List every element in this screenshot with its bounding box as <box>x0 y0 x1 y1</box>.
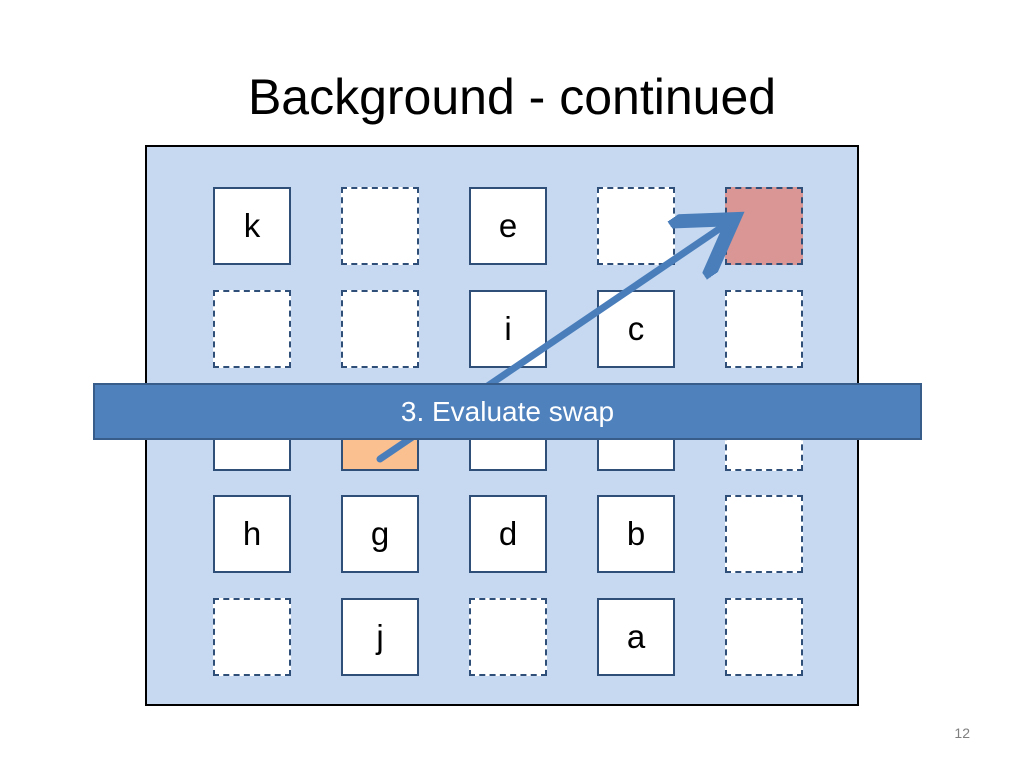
grid-cell-r5-c4: a <box>597 598 675 676</box>
grid-cell-r4-c5 <box>725 495 803 573</box>
grid-cell-r1-c2 <box>341 187 419 265</box>
page-number: 12 <box>954 725 970 741</box>
grid-cell-r4-c2: g <box>341 495 419 573</box>
grid-cell-r5-c2: j <box>341 598 419 676</box>
grid-cell-r4-c4: b <box>597 495 675 573</box>
grid-cell-r4-c1: h <box>213 495 291 573</box>
grid-cell-r2-c3: i <box>469 290 547 368</box>
step-banner-label: 3. Evaluate swap <box>400 395 615 427</box>
grid-cell-r2-c2 <box>341 290 419 368</box>
grid-cell-r2-c4: c <box>597 290 675 368</box>
grid-cell-r5-c3 <box>469 598 547 676</box>
grid-cell-r1-c5 <box>725 187 803 265</box>
slide-title: Background - continued <box>247 69 777 125</box>
grid-cell-r5-c1 <box>213 598 291 676</box>
grid-cell-r4-c3: d <box>469 495 547 573</box>
step-banner: 3. Evaluate swap <box>93 383 922 440</box>
grid-cell-r1-c1: k <box>213 187 291 265</box>
grid-cell-r2-c5 <box>725 290 803 368</box>
grid-cell-r1-c4 <box>597 187 675 265</box>
grid-cell-r2-c1 <box>213 290 291 368</box>
grid-cell-r1-c3: e <box>469 187 547 265</box>
grid-cell-r5-c5 <box>725 598 803 676</box>
